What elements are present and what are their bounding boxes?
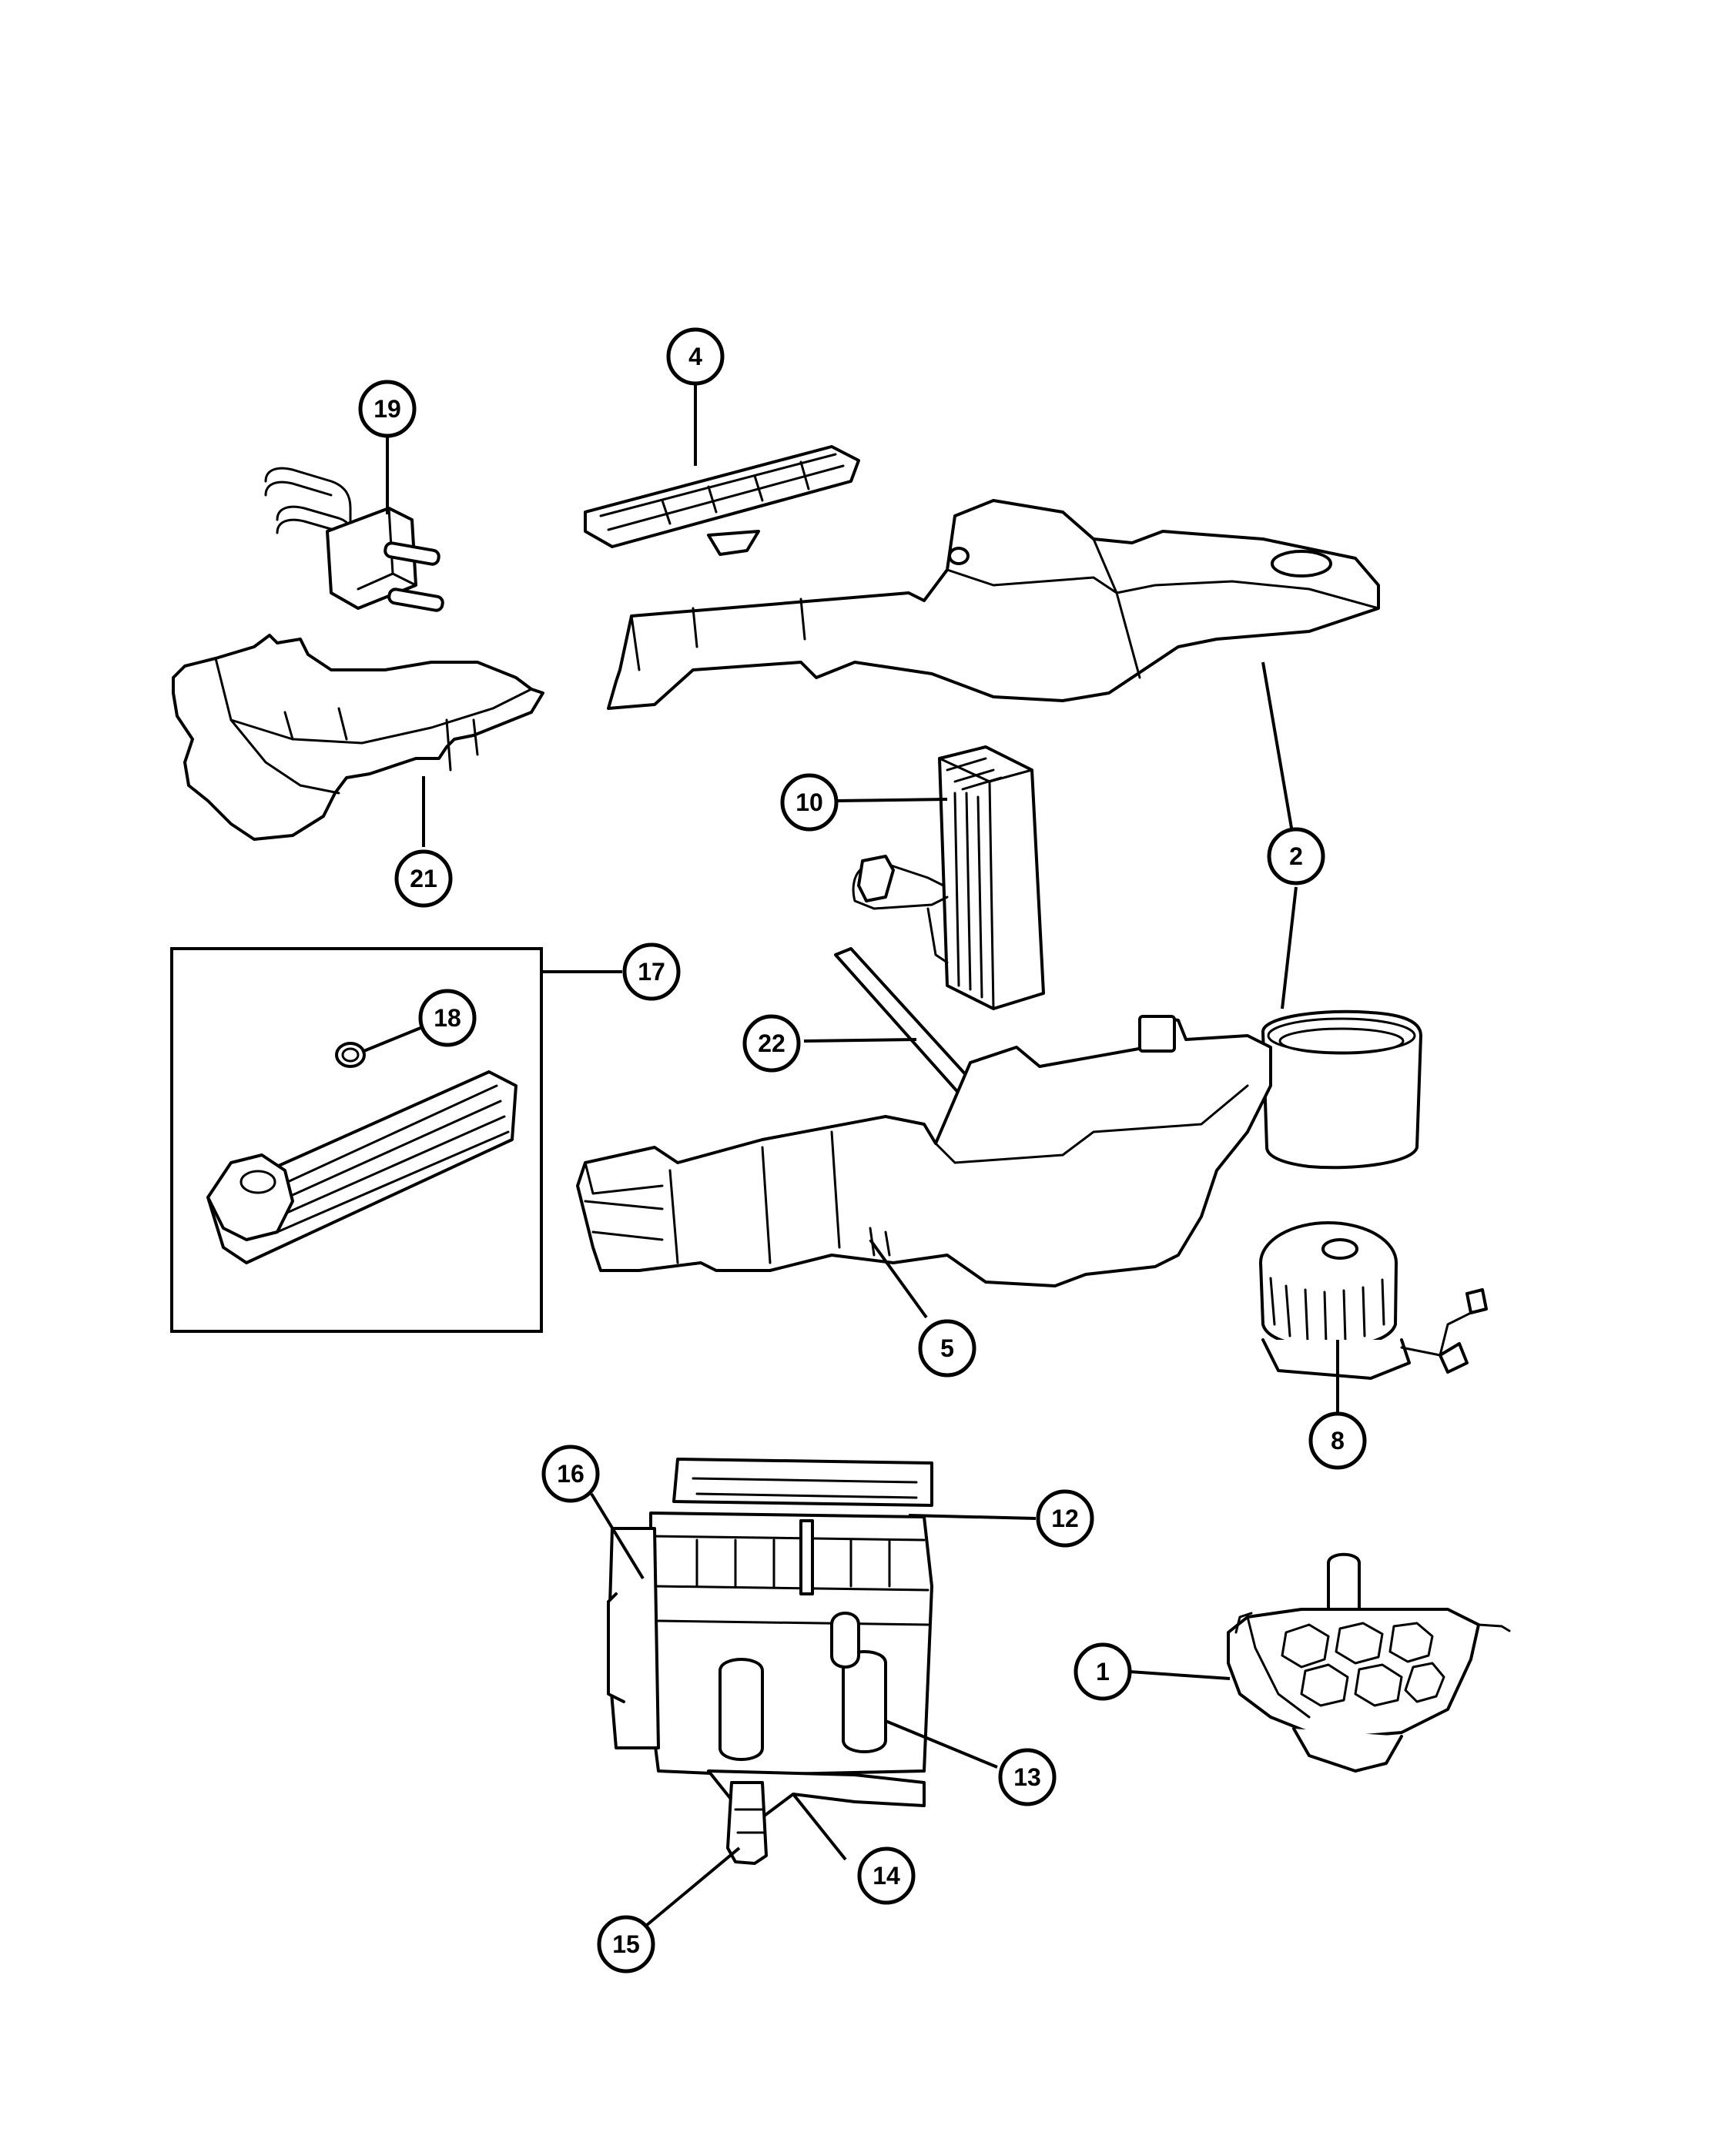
callout-5: 5	[918, 1319, 976, 1378]
callout-12: 12	[1036, 1489, 1094, 1548]
part-1-blower-housing	[1227, 1552, 1511, 1773]
leader-lines	[361, 384, 1339, 1927]
callout-18: 18	[418, 989, 477, 1047]
part-10-evaporator	[852, 745, 1045, 1010]
part-4-defroster-grille	[584, 445, 860, 556]
callout-10-label: 10	[796, 788, 823, 816]
part-17-inset-box	[170, 947, 543, 1333]
part-8-blower-motor	[1259, 1221, 1488, 1380]
callout-14: 14	[857, 1846, 916, 1905]
leader-13	[885, 1719, 998, 1769]
callout-13: 13	[998, 1748, 1057, 1806]
part-2-upper-housing	[607, 499, 1380, 710]
callout-21: 21	[394, 849, 453, 908]
leader-22	[803, 1038, 917, 1043]
callout-15-label: 15	[612, 1930, 640, 1958]
callout-10: 10	[780, 773, 839, 832]
leader-2-upper	[1261, 661, 1298, 855]
callout-16-label: 16	[557, 1460, 584, 1488]
callout-2-label: 2	[1289, 842, 1303, 870]
leader-15	[645, 1846, 741, 1927]
callout-1-label: 1	[1096, 1658, 1110, 1686]
part-5-lower-housing	[576, 1009, 1422, 1287]
callout-19-label: 19	[373, 395, 401, 423]
leader-1	[1129, 1670, 1231, 1680]
part-21-duct	[172, 634, 544, 841]
callout-13-label: 13	[1013, 1763, 1041, 1791]
callout-22-label: 22	[758, 1029, 785, 1057]
leader-5	[869, 1238, 928, 1319]
callout-12-label: 12	[1051, 1505, 1079, 1532]
callout-8: 8	[1308, 1411, 1367, 1470]
callout-22: 22	[742, 1014, 801, 1073]
callout-4: 4	[666, 327, 725, 386]
callout-18-label: 18	[434, 1004, 461, 1032]
leader-12	[908, 1514, 1037, 1520]
callout-15: 15	[597, 1915, 655, 1974]
callout-19: 19	[358, 380, 417, 438]
callout-17-label: 17	[638, 958, 665, 986]
callout-17: 17	[622, 942, 681, 1001]
callouts: 1 2 4 5 8 10 12 13	[358, 327, 1367, 1974]
callout-1: 1	[1074, 1642, 1132, 1701]
callout-14-label: 14	[873, 1862, 900, 1890]
callout-16: 16	[541, 1445, 600, 1503]
callout-2: 2	[1267, 827, 1325, 886]
leader-16	[590, 1492, 645, 1580]
part-12-16-hvac-module	[607, 1458, 933, 1865]
part-19-heater-core-tubes	[264, 467, 444, 612]
leader-2-lower	[1281, 886, 1298, 1009]
callout-4-label: 4	[688, 343, 702, 370]
callout-21-label: 21	[410, 865, 437, 892]
callout-5-label: 5	[940, 1334, 954, 1362]
leader-14	[792, 1793, 847, 1861]
leader-18	[361, 1026, 421, 1053]
callout-8-label: 8	[1331, 1427, 1345, 1455]
leader-10	[836, 798, 948, 802]
